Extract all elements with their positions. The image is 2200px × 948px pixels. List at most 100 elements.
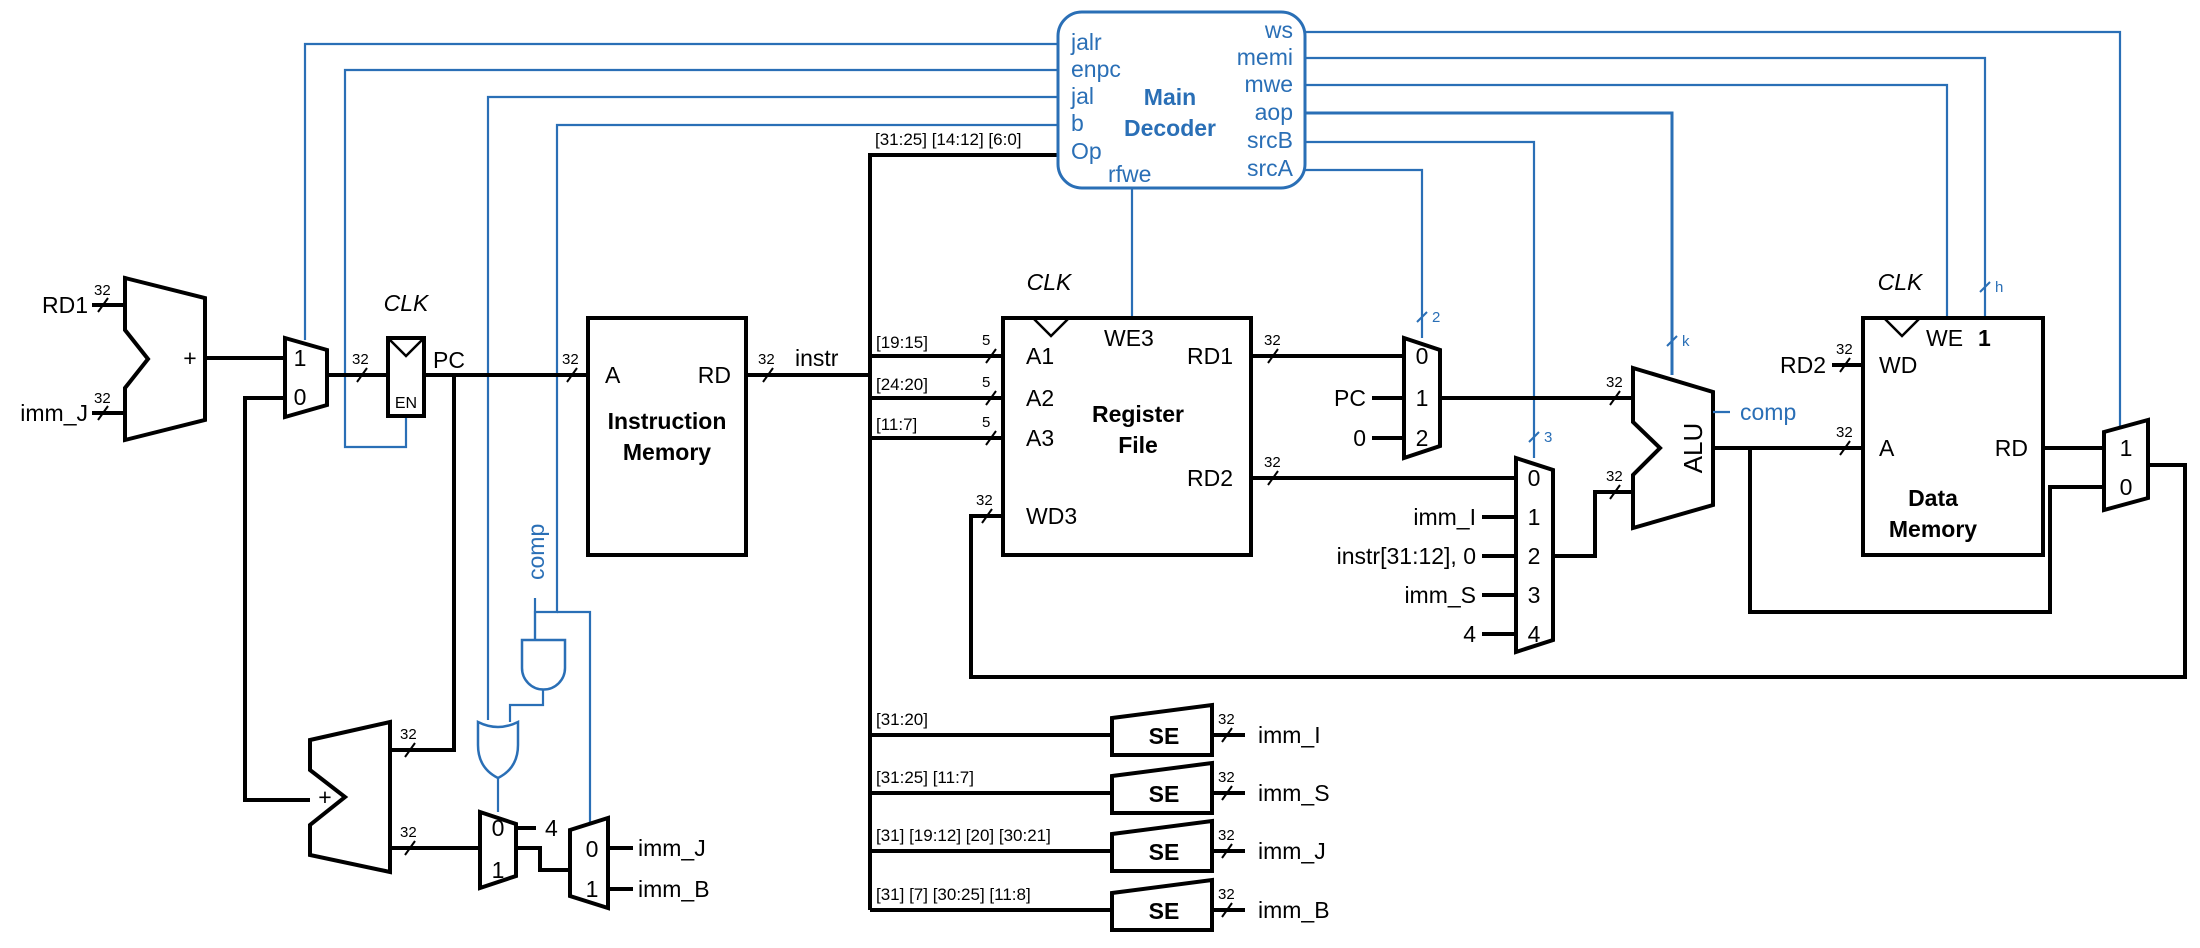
- svg-text:SE: SE: [1149, 898, 1180, 924]
- decoder-ws-label: ws: [1264, 17, 1293, 43]
- adder-bottom: [308, 719, 392, 875]
- width-rd2-out: 32: [1264, 454, 1281, 471]
- alu: ALU comp: [1631, 365, 1796, 531]
- srcb-src-imms: imm_S: [1404, 582, 1476, 608]
- result-mux-in1: 1: [2120, 435, 2133, 461]
- srcb-mux: 0 1 2 3 4 imm_I instr[31:12], 0 imm_S 4: [1337, 455, 1555, 655]
- regfile-a3: A3: [1026, 425, 1054, 451]
- regfile-a2: A2: [1026, 385, 1054, 411]
- main-decoder: jalr enpc jal b Op rfwe Main Decoder ws …: [1056, 10, 1307, 190]
- dmem-memi-port: 1: [1978, 325, 1991, 351]
- srca-mux-in0: 0: [1416, 343, 1429, 369]
- decoder-mwe-label: mwe: [1244, 71, 1293, 97]
- pc-label: PC: [433, 347, 465, 373]
- width-se3: 32: [1218, 827, 1235, 844]
- imm-mux-immj: imm_J: [638, 835, 706, 861]
- dmem-we: WE: [1926, 325, 1963, 351]
- width-aop-ctrl: k: [1682, 333, 1690, 350]
- imm-mux-immb: imm_B: [638, 876, 710, 902]
- width-rd1-out: 32: [1264, 332, 1281, 349]
- width-se1: 32: [1218, 711, 1235, 728]
- srcb-mux-in0: 0: [1528, 465, 1541, 491]
- svg-text:SE: SE: [1149, 839, 1180, 865]
- srcb-mux-in3: 3: [1528, 582, 1541, 608]
- decoder-b-label: b: [1071, 110, 1084, 136]
- width-pc-adder: 32: [400, 726, 417, 743]
- register-file-box: [1001, 316, 1253, 557]
- width-srcb: 32: [1606, 468, 1623, 485]
- srcb-mux-in1: 1: [1528, 504, 1541, 530]
- pc-clk-label: CLK: [384, 290, 430, 316]
- result-mux: 1 0: [2102, 417, 2150, 513]
- pc-register: [386, 336, 426, 418]
- width-memi-ctrl: h: [1995, 279, 2003, 296]
- se-slice-immj: [31] [19:12] [20] [30:21]: [876, 826, 1051, 845]
- srcb-mux-in4: 4: [1528, 621, 1541, 647]
- pc-mux-in0: 0: [294, 384, 307, 410]
- srca-src-zero: 0: [1353, 425, 1366, 451]
- instruction-memory: A RD Instruction Memory instr: [586, 316, 839, 557]
- srca-mux-body: [1402, 335, 1442, 461]
- regfile-title-line2: File: [1118, 432, 1158, 458]
- or-gate: [476, 719, 520, 780]
- width-rd1: 32: [94, 282, 111, 299]
- se-out-immj: imm_J: [1258, 838, 1326, 864]
- width-immj: 32: [94, 390, 111, 407]
- register-file: CLK WE3 A1 A2 A3 WD3 RD1 RD2 Register Fi…: [876, 269, 1253, 557]
- regfile-we3: WE3: [1104, 325, 1154, 351]
- dmem-clk-label: CLK: [1878, 269, 1924, 295]
- width-srca: 32: [1606, 374, 1623, 391]
- control-wires: [303, 30, 2122, 830]
- wire-aop: [1305, 111, 1674, 375]
- wire-srca: [1305, 168, 1424, 338]
- width-dmem-a: 32: [1836, 424, 1853, 441]
- se-slice-imms: [31:25] [11:7]: [876, 768, 974, 787]
- se-slice-immi: [31:20]: [876, 710, 928, 729]
- data-memory: CLK WE 1 WD A RD RD2 Data Memory: [1780, 269, 2045, 557]
- instruction-memory-box: [586, 316, 748, 557]
- dmem-port-rd: RD: [1995, 435, 2028, 461]
- alu-comp-label: comp: [1740, 399, 1796, 425]
- srca-mux: 0 1 2 PC 0: [1334, 335, 1442, 461]
- offset-mux-const4: 4: [545, 815, 558, 841]
- branch-comp-label: comp: [523, 524, 549, 580]
- svg-text:SE: SE: [1149, 723, 1180, 749]
- width-srca-ctrl: 2: [1432, 309, 1440, 326]
- decoder-title-line1: Main: [1144, 84, 1196, 110]
- se-out-imms: imm_S: [1258, 780, 1330, 806]
- width-srcb-ctrl: 3: [1544, 429, 1552, 446]
- dmem-title-line1: Data: [1908, 485, 1958, 511]
- width-se4: 32: [1218, 886, 1235, 903]
- result-mux-in0: 0: [2120, 474, 2133, 500]
- dmem-port-a: A: [1879, 435, 1895, 461]
- adder-top: [123, 275, 207, 443]
- wire-memi: [1305, 56, 1987, 320]
- and-gate: [520, 638, 567, 691]
- width-pcmux: 32: [352, 351, 369, 368]
- regfile-clk-label: CLK: [1027, 269, 1073, 295]
- se-slice-immb: [31] [7] [30:25] [11:8]: [876, 885, 1031, 904]
- data-memory-box: [1861, 316, 2045, 557]
- pc-mux: [283, 335, 329, 420]
- regfile-title-line1: Register: [1092, 401, 1184, 427]
- adder-in-rd1: RD1: [42, 292, 88, 318]
- pc-logic: + RD1 imm_J 1 0 CLK EN PC + comp 0 1 4 0…: [20, 275, 710, 911]
- sign-extenders: SE [31:20] imm_I SE [31:25] [11:7] imm_S…: [876, 702, 1330, 932]
- srcb-mux-in2: 2: [1528, 543, 1541, 569]
- dmem-title-line2: Memory: [1889, 516, 1977, 542]
- width-instr: 32: [758, 351, 775, 368]
- wire-b-immmux: [557, 610, 592, 830]
- imm-mux-in0: 0: [586, 836, 599, 862]
- width-a2: 5: [982, 374, 990, 391]
- result-mux-body: [2102, 417, 2150, 513]
- dmem-in-rd2: RD2: [1780, 352, 1826, 378]
- decoder-input-slice: [31:25] [14:12] [6:0]: [875, 130, 1022, 149]
- imem-title-line1: Instruction: [608, 408, 727, 434]
- width-a1: 5: [982, 332, 990, 349]
- imm-mux: [568, 815, 610, 911]
- width-wd3: 32: [976, 492, 993, 509]
- bus-width-marks: 32 32 32 32 32 5 5 5 32 32 32 32 32 32 3…: [94, 279, 2025, 918]
- se-out-immb: imm_B: [1258, 897, 1330, 923]
- svg-text:SE: SE: [1149, 781, 1180, 807]
- width-adder-out: 32: [400, 824, 417, 841]
